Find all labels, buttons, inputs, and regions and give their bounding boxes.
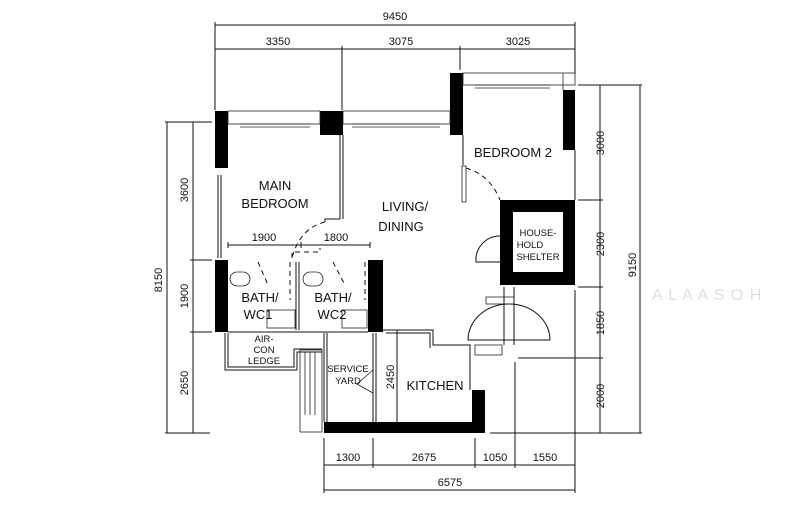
dim-bottom-2: 2675 bbox=[412, 452, 436, 464]
dim-top-2: 3075 bbox=[389, 36, 413, 48]
dim-left-2: 1900 bbox=[179, 284, 191, 308]
label-living-1: LIVING/ bbox=[382, 199, 429, 214]
dim-right-total: 9150 bbox=[627, 253, 639, 277]
right-dimensions: 3000 2300 1850 2000 9150 bbox=[490, 84, 642, 434]
inner-dimensions: 1900 1800 2450 bbox=[227, 232, 397, 389]
top-dimensions: 9450 3350 3075 3025 bbox=[214, 11, 576, 110]
label-bath2-2: WC2 bbox=[318, 307, 347, 322]
label-bath2-1: BATH/ bbox=[314, 290, 352, 305]
bottom-dimensions: 1300 2675 1050 1550 6575 bbox=[323, 290, 576, 493]
label-bath1-2: WC1 bbox=[244, 307, 273, 322]
dim-top-3: 3025 bbox=[506, 36, 530, 48]
dim-right-4: 2000 bbox=[595, 384, 607, 408]
label-shelter-3: SHELTER bbox=[516, 252, 559, 263]
dim-right-3: 1850 bbox=[595, 311, 607, 335]
walls bbox=[215, 72, 576, 433]
left-dimensions: 8150 3600 1900 2650 bbox=[153, 121, 212, 434]
watermark: A L A A S O H bbox=[652, 287, 762, 304]
label-living-2: DINING bbox=[378, 219, 424, 234]
label-aircon-2: CON bbox=[253, 345, 274, 356]
label-service-2: YARD bbox=[335, 376, 361, 387]
dim-service: 2450 bbox=[385, 365, 397, 389]
label-bedroom2: BEDROOM 2 bbox=[474, 145, 552, 160]
dim-right-1: 3000 bbox=[595, 131, 607, 155]
label-aircon-3: LEDGE bbox=[248, 356, 280, 367]
label-main-bedroom-1: MAIN bbox=[259, 178, 292, 193]
dim-left-3: 2650 bbox=[179, 371, 191, 395]
dim-bottom-3: 1050 bbox=[483, 452, 507, 464]
dim-inner-2: 1800 bbox=[324, 232, 348, 244]
dim-bottom-1: 1300 bbox=[336, 452, 360, 464]
dim-top-total: 9450 bbox=[383, 11, 407, 23]
dim-inner-1: 1900 bbox=[252, 232, 276, 244]
dim-top-1: 3350 bbox=[266, 36, 290, 48]
label-bath1-1: BATH/ bbox=[241, 290, 279, 305]
dim-bottom-total: 6575 bbox=[438, 477, 462, 489]
label-service-1: SERVICE bbox=[327, 364, 369, 375]
dim-right-2: 2300 bbox=[595, 232, 607, 256]
label-main-bedroom-2: BEDROOM bbox=[241, 196, 308, 211]
label-kitchen: KITCHEN bbox=[406, 378, 463, 393]
label-aircon-1: AIR- bbox=[255, 334, 274, 345]
dim-left-1: 3600 bbox=[179, 178, 191, 202]
dim-bottom-4: 1550 bbox=[533, 452, 557, 464]
label-shelter-1: HOUSE- bbox=[520, 228, 557, 239]
room-labels: MAIN BEDROOM LIVING/ DINING BEDROOM 2 HO… bbox=[241, 145, 559, 393]
dim-left-total: 8150 bbox=[153, 268, 165, 292]
label-shelter-2: HOLD bbox=[517, 240, 544, 251]
